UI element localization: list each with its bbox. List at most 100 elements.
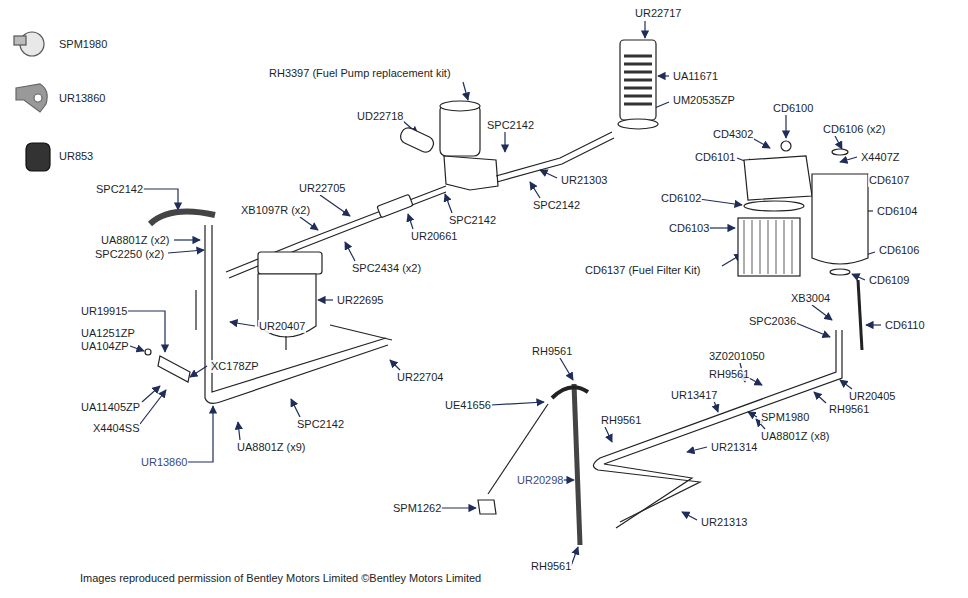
leader-arrow xyxy=(143,189,178,210)
strainer xyxy=(620,40,656,120)
leader-arrow xyxy=(814,392,826,403)
part-number: SPM1980 xyxy=(58,38,108,51)
leader-arrow xyxy=(540,170,557,178)
fuel-line-right xyxy=(593,330,836,522)
leader-arrow xyxy=(345,242,355,261)
part-number: XC178ZP xyxy=(210,360,260,373)
leader-arrow xyxy=(605,427,612,442)
leader-arrow xyxy=(320,195,350,216)
pipe-nut xyxy=(478,500,496,514)
leader-arrow xyxy=(748,412,757,417)
part-number: UA11405ZP xyxy=(80,401,141,414)
pump-motor xyxy=(440,104,480,156)
leader-arrow xyxy=(130,346,144,351)
inline-filter xyxy=(377,194,413,217)
leader-arrow xyxy=(291,399,300,417)
part-number: UR19915 xyxy=(80,305,128,318)
part-number: CD6110 xyxy=(884,319,926,332)
part-number: SPC2142 xyxy=(296,418,345,431)
leader-arrow xyxy=(230,322,255,326)
part-number: SPC2250 (x2) xyxy=(94,248,165,261)
part-number: UM20535ZP xyxy=(672,94,736,107)
strainer-mesh xyxy=(624,56,652,104)
filter-drain xyxy=(285,336,286,350)
leader-arrow xyxy=(866,324,881,325)
part-number: RH9561 xyxy=(531,345,573,358)
leader-arrow xyxy=(142,386,160,402)
part-number: XB1097R (x2) xyxy=(240,204,311,217)
part-number: CD6104 xyxy=(876,205,918,218)
part-number: UR22704 xyxy=(396,371,444,384)
part-number: SPM1262 xyxy=(392,502,442,515)
clip-plate xyxy=(158,356,190,382)
part-number: 3Z0201050 xyxy=(708,350,766,363)
leader-arrow xyxy=(687,447,707,452)
copyright-caption: Images reproduced permission of Bentley … xyxy=(80,572,481,585)
leader-arrow xyxy=(796,323,830,337)
part-number: CD6100 xyxy=(772,102,814,115)
strainer-seal xyxy=(618,119,658,129)
part-number: UR20405 xyxy=(848,390,896,403)
part-number: UR21303 xyxy=(560,174,608,187)
canister-seal xyxy=(832,149,848,155)
leader-arrow xyxy=(835,136,842,149)
filter-head xyxy=(258,252,322,274)
part-number: RH3397 (Fuel Pump replacement kit) xyxy=(268,67,452,80)
pump-body xyxy=(444,156,498,190)
leader-arrow xyxy=(440,507,476,508)
part-number: UR13860 xyxy=(140,456,188,469)
leader-arrow xyxy=(812,305,832,320)
leader-arrow xyxy=(644,21,645,38)
leader-arrow xyxy=(852,274,865,280)
part-number: CD6106 (x2) xyxy=(822,123,886,136)
hose-vertical xyxy=(574,384,580,545)
part-number: UE41656 xyxy=(444,399,492,412)
leader-arrow xyxy=(463,82,468,100)
hose-bend xyxy=(552,387,588,398)
part-number: SPM1980 xyxy=(760,411,810,424)
bracket-hole xyxy=(34,94,42,102)
part-number: SPC2434 (x2) xyxy=(351,262,422,275)
leader-arrow xyxy=(749,378,762,385)
leader-arrow xyxy=(504,132,505,152)
part-number: UR21314 xyxy=(710,441,758,454)
canister-washer xyxy=(830,269,850,275)
leader-arrow xyxy=(140,390,166,424)
part-number: UA11671 xyxy=(672,70,719,83)
hose-top xyxy=(150,212,215,224)
part-number: UA8801Z (x8) xyxy=(760,430,830,443)
bracket-icon xyxy=(16,84,47,112)
bolt xyxy=(145,349,151,355)
part-number: UR20407 xyxy=(258,320,306,333)
leader-arrow xyxy=(238,422,240,440)
leader-arrow xyxy=(699,199,742,205)
leader-arrow xyxy=(752,138,770,148)
part-number: UA104ZP xyxy=(80,340,130,353)
parts-drawing xyxy=(14,32,868,545)
leader-arrow xyxy=(658,75,669,76)
part-number: SPC2142 xyxy=(486,119,535,132)
clip-screw xyxy=(14,36,26,45)
leader-arrow xyxy=(682,512,697,520)
filter-seal xyxy=(744,201,804,211)
part-number: UA1251ZP xyxy=(80,327,136,340)
pipe-stubs xyxy=(196,290,392,340)
part-number: UR853 xyxy=(58,150,94,163)
part-number: XB3004 xyxy=(790,292,831,305)
head-bolt xyxy=(781,141,791,151)
part-number: RH9561 xyxy=(828,403,870,416)
part-number: CD6102 xyxy=(660,192,702,205)
part-number: UA8801Z (x2) xyxy=(100,234,170,247)
fuel-line-right-edge xyxy=(604,330,842,528)
part-number: UR13417 xyxy=(670,389,718,402)
leader-arrow xyxy=(530,182,540,198)
part-number: UR13860 xyxy=(58,92,106,105)
leader-arrow xyxy=(174,239,200,240)
leader-arrow xyxy=(714,401,718,412)
pump-sleeve xyxy=(398,126,436,155)
part-number: CD6137 (Fuel Filter Kit) xyxy=(584,264,702,277)
leader-arrow xyxy=(560,358,573,380)
leader-arrow xyxy=(840,380,852,389)
part-number: RH9561 xyxy=(600,414,642,427)
part-number: SPC2036 xyxy=(748,315,797,328)
